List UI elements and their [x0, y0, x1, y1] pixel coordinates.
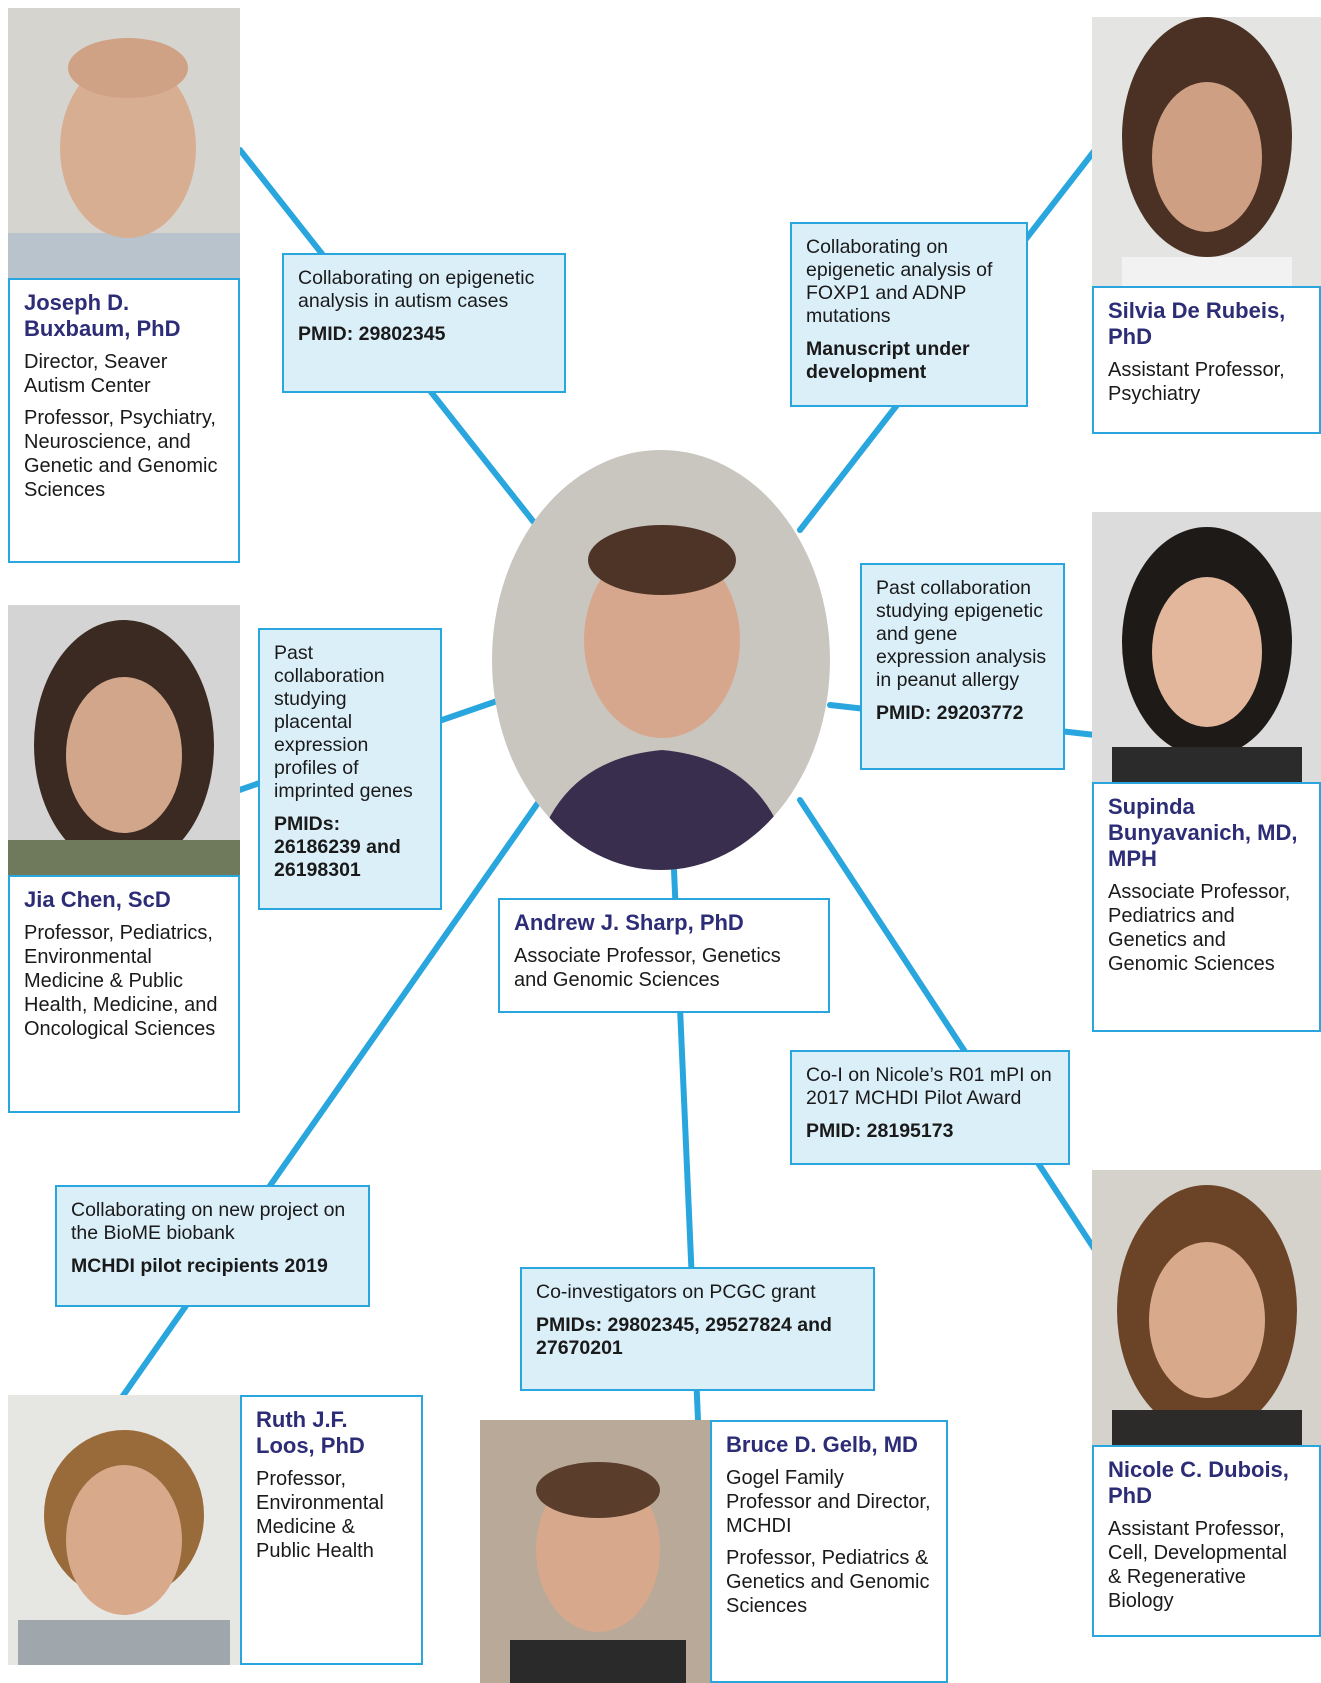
photo-derubeis: [1092, 17, 1321, 287]
person-name: Bruce D. Gelb, MD: [726, 1432, 918, 1457]
person-name: Andrew J. Sharp, PhD: [514, 910, 744, 935]
collab-description: Past collaboration studying epigenetic a…: [876, 577, 1047, 691]
collab-box-bunyavanich: Past collaboration studying epigenetic a…: [860, 563, 1065, 770]
person-name: Jia Chen, ScD: [24, 887, 171, 912]
person-card-gelb: Bruce D. Gelb, MD Gogel Family Professor…: [710, 1420, 948, 1683]
person-title: Associate Professor, Genetics and Genomi…: [514, 945, 781, 991]
collab-reference: MCHDI pilot recipients 2019: [71, 1255, 328, 1277]
collab-box-buxbaum: Collaborating on epigenetic analysis in …: [282, 253, 566, 393]
collab-reference: PMIDs: 26186239 and 26198301: [274, 813, 401, 881]
collab-description: Collaborating on epigenetic analysis of …: [806, 236, 993, 327]
person-name: Nicole C. Dubois, PhD: [1108, 1457, 1289, 1508]
collab-box-chen: Past collaboration studying placental ex…: [258, 628, 442, 910]
collab-reference: PMIDs: 29802345, 29527824 and 27670201: [536, 1314, 832, 1359]
person-card-chen: Jia Chen, ScD Professor, Pediatrics, Env…: [8, 875, 240, 1113]
photo-dubois: [1092, 1170, 1321, 1445]
person-title: Professor, Pediatrics, Environmental Med…: [24, 922, 218, 1040]
person-title: Assistant Professor, Cell, Developmental…: [1108, 1518, 1287, 1612]
collab-reference: PMID: 29203772: [876, 702, 1024, 724]
collab-reference: PMID: 28195173: [806, 1120, 954, 1142]
person-name: Silvia De Rubeis, PhD: [1108, 298, 1286, 349]
collab-box-gelb: Co-investigators on PCGC grant PMIDs: 29…: [520, 1267, 875, 1391]
photo-sharp: [492, 450, 830, 870]
collab-description: Collaborating on new project on the BioM…: [71, 1199, 346, 1244]
photo-loos: [8, 1395, 240, 1665]
collab-reference: PMID: 29802345: [298, 323, 446, 345]
photo-buxbaum: [8, 8, 240, 278]
line-dubois: [797, 797, 1098, 1253]
person-title: Professor, Psychiatry, Neuroscience, and…: [24, 407, 218, 501]
person-title: Gogel Family Professor and Director, MCH…: [726, 1467, 931, 1537]
collab-description: Past collaboration studying placental ex…: [274, 642, 413, 802]
person-card-sharp: Andrew J. Sharp, PhD Associate Professor…: [498, 898, 830, 1013]
person-title: Assistant Professor, Psychiatry: [1108, 359, 1285, 405]
person-card-buxbaum: Joseph D. Buxbaum, PhD Director, Seaver …: [8, 278, 240, 563]
collab-description: Co-investigators on PCGC grant: [536, 1281, 816, 1303]
person-title: Professor, Pediatrics & Genetics and Gen…: [726, 1547, 930, 1617]
collab-reference: Manuscript under development: [806, 338, 970, 383]
person-card-dubois: Nicole C. Dubois, PhD Assistant Professo…: [1092, 1445, 1321, 1637]
person-title: Associate Professor, Pediatrics and Gene…: [1108, 881, 1291, 975]
collab-box-derubeis: Collaborating on epigenetic analysis of …: [790, 222, 1028, 407]
photo-bunyavanich: [1092, 512, 1321, 782]
collab-box-dubois: Co-I on Nicole’s R01 mPI on 2017 MCHDI P…: [790, 1050, 1070, 1165]
person-title: Director, Seaver Autism Center: [24, 351, 168, 397]
photo-gelb: [480, 1420, 710, 1683]
person-card-bunyavanich: Supinda Bunyavanich, MD, MPH Associate P…: [1092, 782, 1321, 1032]
person-name: Joseph D. Buxbaum, PhD: [24, 290, 181, 341]
collab-box-loos: Collaborating on new project on the BioM…: [55, 1185, 370, 1307]
person-card-loos: Ruth J.F. Loos, PhD Professor, Environme…: [240, 1395, 423, 1665]
person-card-derubeis: Silvia De Rubeis, PhD Assistant Professo…: [1092, 286, 1321, 434]
person-name: Ruth J.F. Loos, PhD: [256, 1407, 365, 1458]
person-name: Supinda Bunyavanich, MD, MPH: [1108, 794, 1298, 871]
collab-description: Co-I on Nicole’s R01 mPI on 2017 MCHDI P…: [806, 1064, 1052, 1109]
person-title: Professor, Environmental Medicine & Publ…: [256, 1468, 384, 1562]
collab-description: Collaborating on epigenetic analysis in …: [298, 267, 535, 312]
photo-chen: [8, 605, 240, 875]
